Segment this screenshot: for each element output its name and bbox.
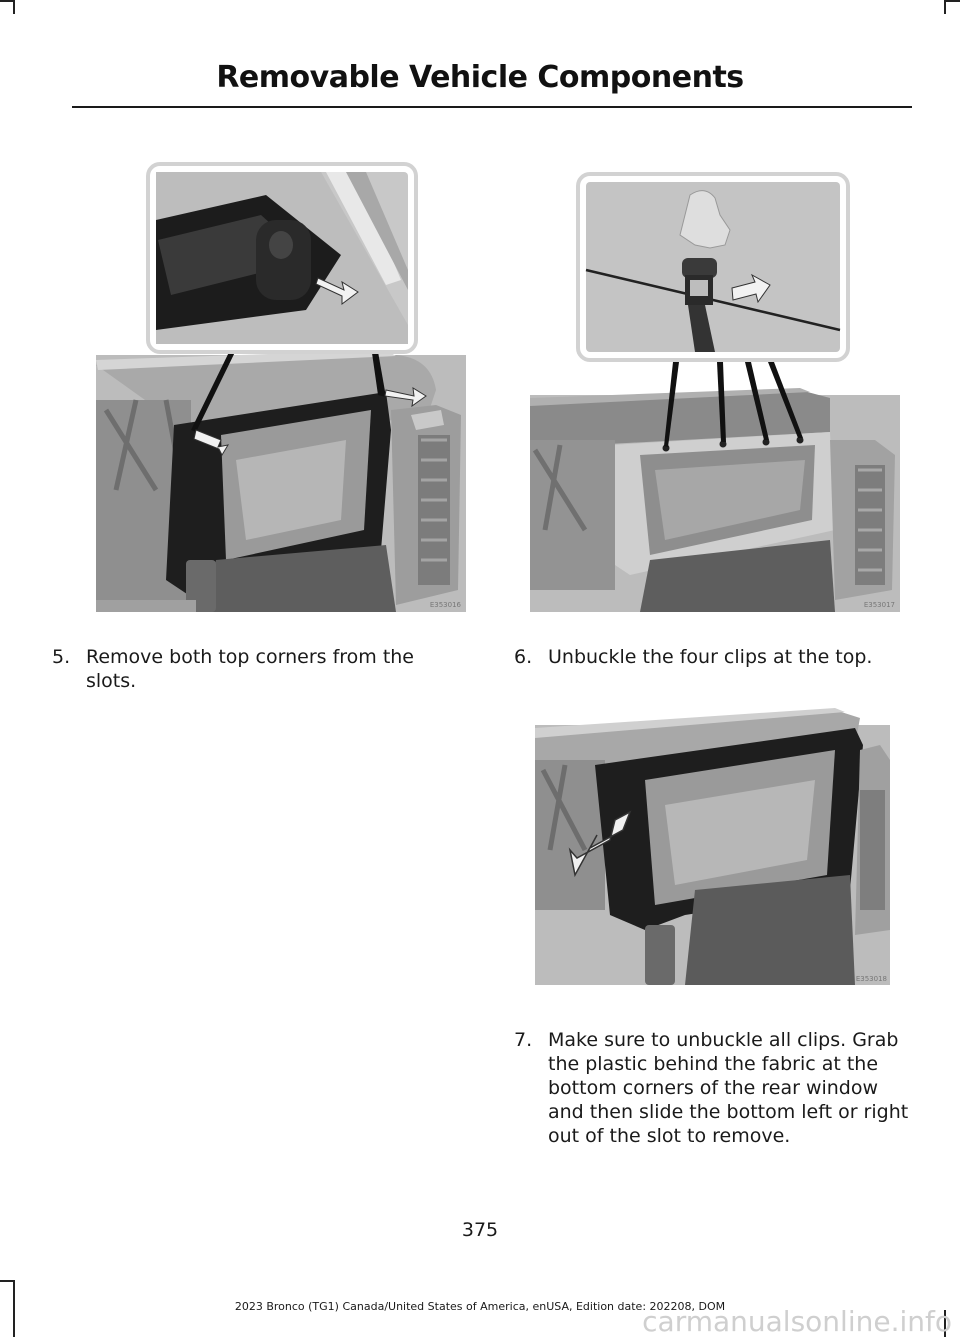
page-title: Removable Vehicle Components bbox=[216, 60, 744, 95]
crop-mark bbox=[13, 0, 15, 14]
step-5: 5. Remove both top corners from the slot… bbox=[52, 645, 452, 695]
crop-mark bbox=[944, 1310, 946, 1337]
step-number: 5. bbox=[52, 646, 71, 668]
figure-remove-top-corners: E353016 bbox=[96, 160, 466, 612]
step-number: 6. bbox=[514, 646, 533, 668]
header-rule bbox=[72, 106, 912, 108]
figure-slide-bottom-out: E353018 bbox=[535, 700, 890, 985]
step-7: 7. Make sure to unbuckle all clips. Grab… bbox=[514, 1028, 914, 1158]
figure-label: E353018 bbox=[856, 975, 887, 983]
vehicle-illustration-2: E353017 bbox=[530, 172, 900, 612]
vehicle-illustration-1: E353016 bbox=[96, 162, 466, 612]
figure-unbuckle-clips: E353017 bbox=[530, 170, 900, 612]
crop-mark bbox=[946, 0, 960, 2]
page-number: 375 bbox=[461, 1219, 499, 1241]
watermark: carmanualsonline.info bbox=[642, 1305, 952, 1338]
step-text: Make sure to unbuckle all clips. Grab th… bbox=[548, 1029, 909, 1147]
step-text: Unbuckle the four clips at the top. bbox=[548, 646, 873, 668]
footer-edition: 2023 Bronco (TG1) Canada/United States o… bbox=[234, 1300, 726, 1313]
crop-mark bbox=[0, 1280, 14, 1282]
step-6: 6. Unbuckle the four clips at the top. bbox=[514, 645, 924, 671]
figure-label: E353016 bbox=[430, 601, 462, 609]
step-number: 7. bbox=[514, 1029, 533, 1051]
figure-label: E353017 bbox=[864, 601, 895, 609]
crop-mark bbox=[13, 1280, 15, 1337]
crop-mark bbox=[944, 0, 946, 14]
step-text: Remove both top corners from the slots. bbox=[86, 646, 415, 692]
crop-mark bbox=[0, 0, 14, 2]
vehicle-illustration-3: E353018 bbox=[535, 708, 890, 985]
